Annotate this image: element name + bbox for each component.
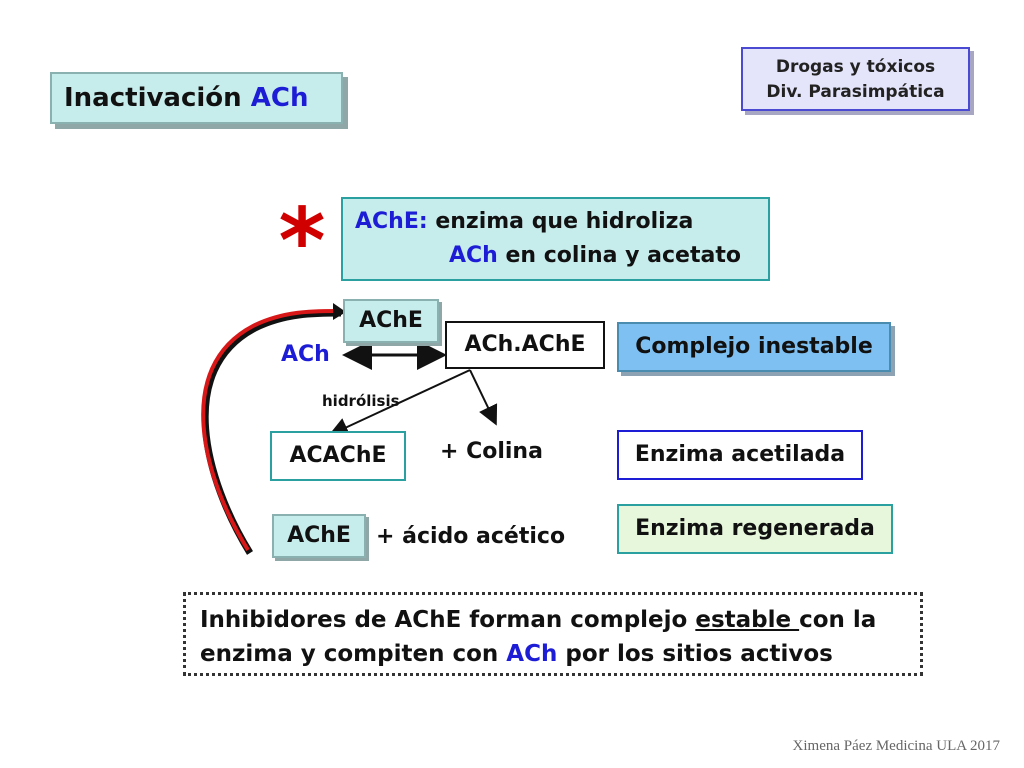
regeneration-arrow	[201, 309, 337, 552]
ache-enzyme-top: AChE	[343, 299, 439, 343]
tag-line1: Drogas y tóxicos	[775, 57, 936, 77]
note-text4: por los sitios activos	[557, 641, 833, 667]
hydrolysis-arrow-left	[328, 369, 471, 437]
note-ach: ACh	[506, 641, 558, 667]
slide-title: Inactivación ACh	[50, 72, 343, 124]
hydrolysis-label: hidrólisis	[322, 392, 400, 410]
definition-box: AChE: enzima que hidroliza ACh en colina…	[341, 197, 770, 281]
asterisk-mark: *	[278, 189, 326, 294]
hydrolysis-arrow-right	[469, 369, 498, 426]
inhibitors-note: Inhibidores de AChE forman complejo esta…	[183, 592, 923, 676]
ache-enzyme-bottom: AChE	[272, 514, 366, 558]
ach-ache-complex: ACh.AChE	[445, 321, 605, 369]
tag-line2: Div. Parasimpática	[766, 82, 945, 102]
footer-credit: Ximena Páez Medicina ULA 2017	[792, 738, 1000, 754]
section-tag: Drogas y tóxicos Div. Parasimpática	[741, 47, 970, 111]
acetylated-enzyme-box: ACAChE	[270, 431, 406, 481]
definition-line1: AChE: enzima que hidroliza	[355, 205, 768, 239]
choline-label: + Colina	[440, 439, 543, 464]
note-line1: Inhibidores de AChE forman complejo esta…	[200, 603, 920, 637]
note-text3: enzima y compiten con	[200, 641, 507, 667]
note-text1: Inhibidores de AChE forman complejo	[200, 607, 696, 633]
note-underlined: estable	[695, 607, 800, 633]
ach-label: ACh	[281, 342, 330, 367]
definition-term: AChE:	[355, 209, 428, 234]
definition-text1: enzima que hidroliza	[427, 209, 694, 234]
regenerated-enzyme-label: Enzima regenerada	[617, 504, 893, 554]
definition-line2: ACh en colina y acetato	[355, 239, 768, 273]
acetic-acid-label: + ácido acético	[376, 524, 566, 549]
regeneration-arrow-head	[333, 303, 346, 320]
note-line2: enzima y compiten con ACh por los sitios…	[200, 637, 920, 671]
title-prefix: Inactivación	[64, 83, 242, 113]
unstable-complex-label: Complejo inestable	[617, 322, 891, 372]
definition-text2: en colina y acetato	[497, 243, 741, 268]
acetylated-enzyme-label: Enzima acetilada	[617, 430, 863, 480]
note-text2: con la	[799, 607, 877, 633]
definition-ach: ACh	[449, 243, 498, 268]
title-highlight: ACh	[250, 83, 309, 113]
